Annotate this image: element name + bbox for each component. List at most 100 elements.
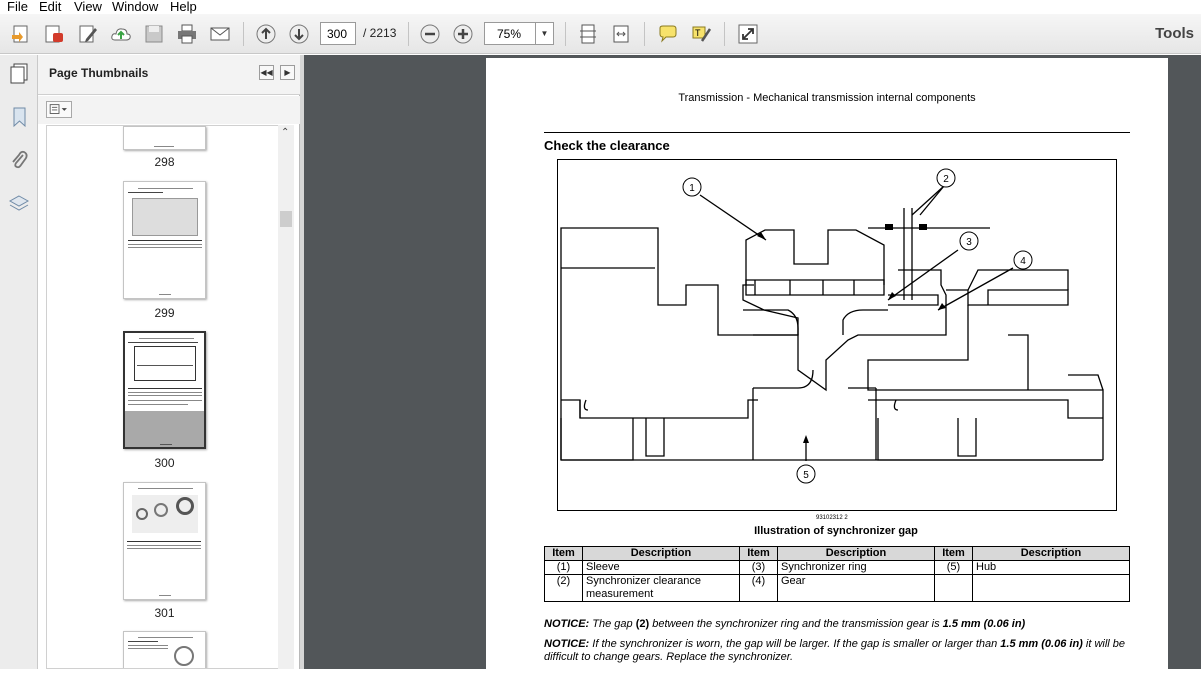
layers-icon[interactable] [6,190,32,216]
create-pdf-button[interactable] [8,21,34,47]
thumbnail-page[interactable] [123,126,206,150]
table-cell: Synchronizer clearance measurement [582,574,740,602]
minus-icon [420,24,440,44]
page-number-input[interactable]: 300 [320,22,356,45]
toolbar-divider [243,22,244,46]
menu-edit[interactable]: Edit [39,0,62,14]
notice-gap: NOTICE: The gap (2) between the synchron… [544,618,1134,631]
column-header: Description [582,546,740,561]
page-header: Transmission - Mechanical transmission i… [678,92,976,104]
upload-button[interactable] [108,21,134,47]
toolbar-divider [644,22,645,46]
table-cell: (2) [544,574,583,602]
menu-window[interactable]: Window [112,0,159,14]
menu-file[interactable]: File [7,0,28,14]
notice-text: between the synchronizer ring and the tr… [649,618,943,630]
panel-splitter[interactable] [300,55,304,669]
mail-icon [210,27,230,41]
zoom-out-button[interactable] [417,21,443,47]
panel-options-row [38,96,300,124]
email-button[interactable] [207,21,233,47]
table-cell: Synchronizer ring [777,560,935,575]
pdf-page: Transmission - Mechanical transmission i… [486,58,1168,678]
thumbnail-number: 299 [154,306,175,320]
fullscreen-button[interactable] [735,21,761,47]
next-page-button[interactable] [286,21,312,47]
menu-view[interactable]: View [74,0,102,14]
column-header: Item [544,546,583,561]
chevron-up-icon[interactable]: ⌃ [281,127,290,138]
table-cell: (4) [739,574,778,602]
callout-label: 2 [943,174,949,185]
pdf-icon [45,25,63,43]
table-cell: Gear [777,574,935,602]
chevron-down-icon[interactable]: ▼ [535,23,553,44]
thumbnail-options-button[interactable] [46,101,72,118]
thumbnail-number: 301 [154,606,175,620]
fit-page-button[interactable] [575,21,601,47]
table-cell [934,574,973,602]
bookmark-icon[interactable] [6,104,32,130]
highlighter-icon: T [692,26,712,42]
column-header: Description [777,546,935,561]
table-cell: Hub [972,560,1130,575]
comment-button[interactable] [655,21,681,47]
highlight-button[interactable]: T [688,21,714,47]
attachment-icon[interactable] [6,147,32,173]
fit-page-icon [580,24,596,44]
notice-worn: NOTICE: If the synchronizer is worn, the… [544,638,1134,664]
thumbnail-page[interactable] [123,181,206,299]
menu-bar: File Edit View Window Help [0,0,1201,14]
fit-width-button[interactable] [608,21,634,47]
thumbnail-scrollbar[interactable]: ⌃ [278,125,294,669]
table-cell [972,574,1130,602]
callout-3 [959,231,979,251]
synchronizer-drawing: 1 2 3 4 5 [560,168,1104,484]
print-icon [178,24,196,44]
expand-icon [738,24,758,44]
next-panel-button[interactable]: ▶ [280,65,295,80]
fit-width-icon [613,25,629,43]
save-icon [145,25,163,43]
toolbar: 300 / 2213 75% ▼ T Tools [0,14,1201,54]
save-button[interactable] [141,21,167,47]
zoom-in-button[interactable] [450,21,476,47]
convert-pdf-button[interactable] [41,21,67,47]
comment-icon [659,25,677,43]
callout-label: 3 [966,237,972,248]
options-icon [49,104,67,114]
menu-help[interactable]: Help [170,0,197,14]
column-header: Description [972,546,1130,561]
item-table: Item Description Item Description Item D… [544,546,1130,602]
collapse-panel-button[interactable]: ◀◀ [259,65,274,80]
zoom-select[interactable]: 75% ▼ [484,22,554,45]
table-cell: (1) [544,560,583,575]
thumbnail-list: 298 299 300 [46,125,286,669]
column-header: Item [739,546,778,561]
callout-1 [682,177,702,197]
thumbnail-page[interactable] [123,631,206,668]
notice-text: The gap [589,618,636,630]
notice-emphasis: 1.5 mm (0.06 in) [942,618,1026,630]
document-view: Transmission - Mechanical transmission i… [304,55,1201,678]
edit-icon [79,25,97,43]
previous-page-button[interactable] [253,21,279,47]
notice-label: NOTICE: [544,638,590,650]
page-thumbnails-icon[interactable] [6,60,32,86]
page-total: / 2213 [363,26,397,40]
arrow-up-icon [256,24,276,44]
notice-emphasis: (2) [635,618,650,630]
table-cell: (5) [934,560,973,575]
print-button[interactable] [174,21,200,47]
figure-caption: Illustration of synchronizer gap [754,525,918,537]
tools-button[interactable]: Tools [1155,25,1194,42]
thumbnail-page[interactable] [123,482,206,600]
header-rule [544,132,1130,133]
callout-label: 4 [1020,256,1026,267]
scrollbar-thumb[interactable] [280,211,292,227]
synchronizer-figure: 1 2 3 4 5 [557,159,1117,511]
callout-2 [936,168,956,188]
edit-pdf-button[interactable] [75,21,101,47]
thumbnail-page-selected[interactable] [123,331,206,449]
toolbar-divider [724,22,725,46]
